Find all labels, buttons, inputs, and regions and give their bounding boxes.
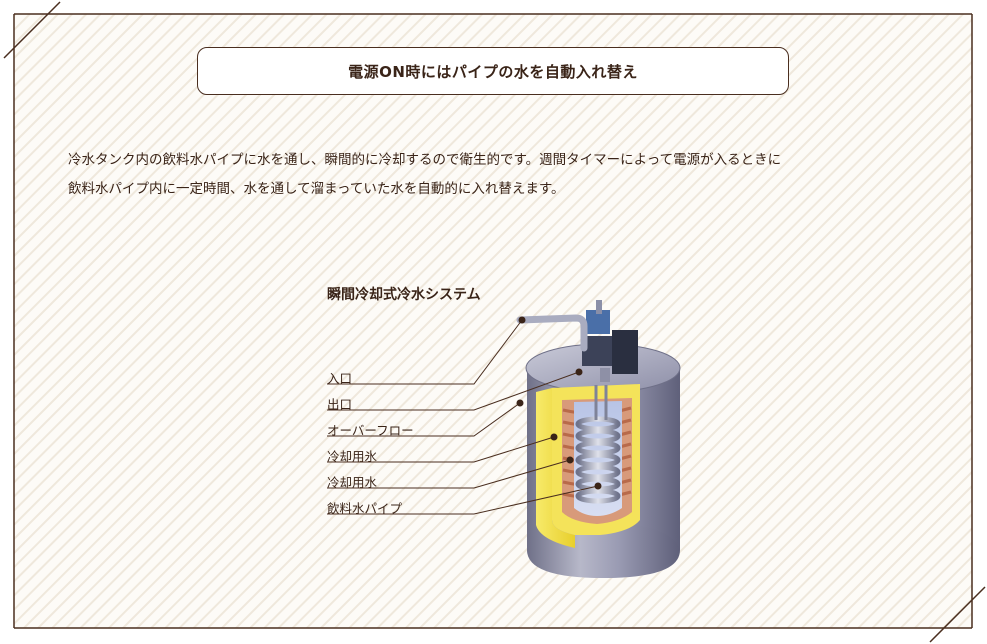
label-overflow: オーバーフロー: [327, 423, 414, 438]
label-cooling-ice: 冷却用氷: [327, 449, 378, 464]
label-cooling-water: 冷却用水: [327, 475, 378, 490]
description: 冷水タンク内の飲料水パイプに水を通し、瞬間的に冷却するので衛生的です。週間タイマ…: [68, 146, 928, 204]
label-drinking-pipe: 飲料水パイプ: [327, 501, 403, 516]
description-line-1: 冷水タンク内の飲料水パイプに水を通し、瞬間的に冷却するので衛生的です。週間タイマ…: [68, 152, 782, 168]
label-outlet: 出口: [327, 397, 353, 412]
label-inlet: 入口: [327, 371, 353, 386]
heading-box: 電源ON時にはパイプの水を自動入れ替え: [197, 47, 789, 95]
description-line-2: 飲料水パイプ内に一定時間、水を通して溜まっていた水を自動的に入れ替えます。: [68, 181, 565, 197]
diagram-title: 瞬間冷却式冷水システム: [327, 287, 481, 303]
heading-title: 電源ON時にはパイプの水を自動入れ替え: [348, 62, 638, 81]
